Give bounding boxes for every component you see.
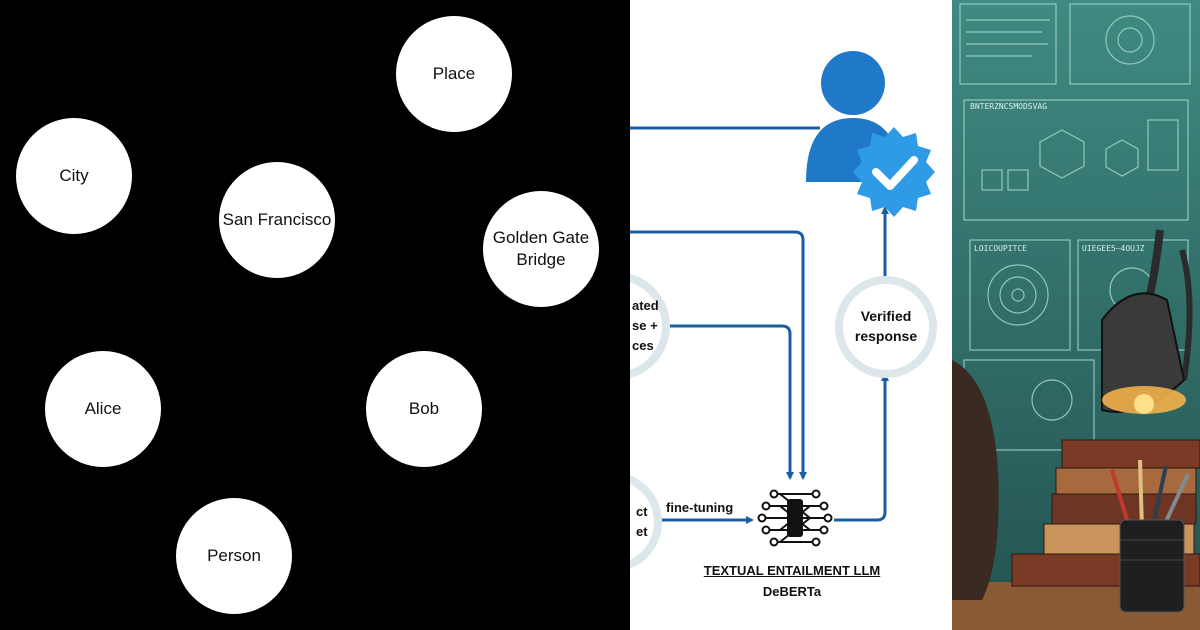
dataset-label-fragment: ct et [636,504,648,539]
graph-node-label: City [59,165,89,185]
llm-title-label: TEXTUAL ENTAILMENT LLM [703,563,881,578]
art-label-1: BNTERZNCSMODSVAG [970,102,1048,111]
verified-badge-icon [853,127,935,217]
desk-lamp-icon [1101,229,1193,414]
dataset-circle [630,475,662,569]
arrow-response-to-llm [630,230,807,480]
graph-node-label: Alice [84,398,122,418]
fine-tuning-label: fine-tuning [666,500,734,515]
graph-node-city: City [16,118,132,234]
verified-response-circle [835,276,937,378]
llm-name-label: DeBERTa [762,584,822,599]
generated-response-circle [630,273,670,379]
arrow-llm-to-verified [834,373,889,522]
flow-diagram-svg [630,51,937,569]
dark-jar [952,360,999,600]
neural-network-icon [757,489,833,547]
graph-node-place: Place [396,16,512,132]
art-label-2: LOICOUPITCE [974,244,1027,253]
graph-node-alice: Alice [45,351,161,467]
graph-node-san-francisco: San Francisco [219,162,335,278]
graph-node-label: Golden Gate Bridge [492,227,590,269]
knowledge-graph-panel: Place City San Francisco Golden Gate Bri… [0,0,630,630]
graph-node-label: Person [207,545,261,565]
art-label-3: UIEGEE5–4OUJZ [1082,244,1145,253]
graph-node-label: San Francisco [222,209,332,229]
graph-node-label: Bob [408,398,440,418]
verification-flow-panel: Verified response ated se + ces ct et fi… [630,0,952,630]
generated-response-label-fragment: ated se + ces [632,298,659,353]
graph-node-person: Person [176,498,292,614]
graph-node-golden-gate-bridge: Golden Gate Bridge [483,191,599,307]
dashboard-screen [959,3,1191,451]
illustration-panel: BNTERZNCSMODSVAG LOICOUPITCE UIEGEE5–4OU… [952,0,1200,630]
pencil-cup-icon [1110,459,1190,613]
graph-node-label: Place [432,63,476,83]
arrow-sources-to-llm [670,324,794,480]
illustration-svg [952,0,1200,630]
verified-response-label: Verified response [854,308,918,344]
graph-node-bob: Bob [366,351,482,467]
